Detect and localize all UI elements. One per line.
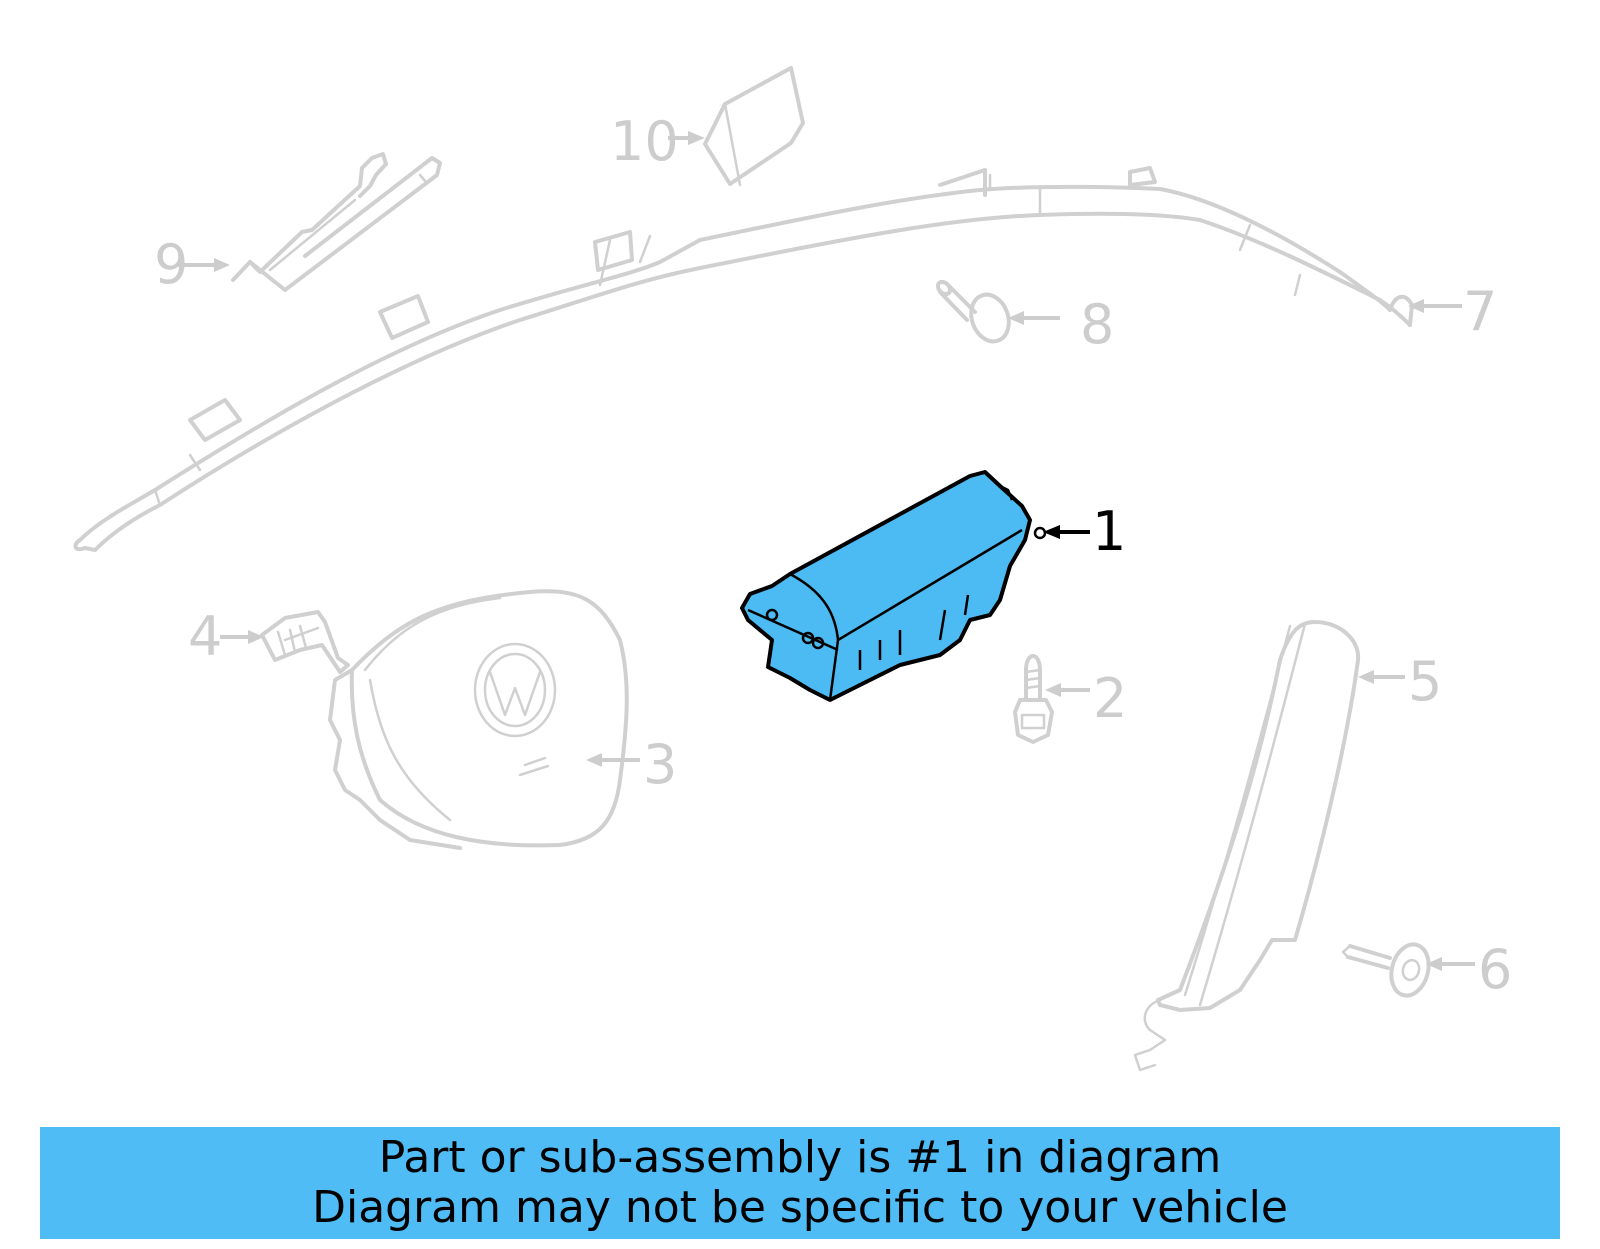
callout-8[interactable]: 8 (1080, 293, 1115, 356)
part-10-label-shape (668, 66, 805, 187)
part-4-connector-shape (220, 610, 350, 674)
part-5-side-airbag-shape (1133, 620, 1405, 1072)
callout-7[interactable]: 7 (1463, 280, 1498, 343)
callout-2[interactable]: 2 (1093, 667, 1128, 730)
callout-1[interactable]: 1 (1092, 500, 1127, 563)
banner-line-1: Part or sub-assembly is #1 in diagram (378, 1132, 1222, 1183)
callout-3[interactable]: 3 (643, 733, 678, 796)
callout-5[interactable]: 5 (1408, 650, 1443, 713)
part-8-clip-shape (935, 279, 1060, 344)
banner-line-2: Diagram may not be specific to your vehi… (312, 1182, 1288, 1233)
part-3-steering-wheel-airbag-shape (328, 589, 640, 850)
part-9-bracket-shape (176, 152, 442, 292)
part-7-curtain-airbag-shape (73, 166, 1462, 552)
part-6-screw-shape (1341, 942, 1475, 998)
part-2-bolt-shape (1013, 654, 1090, 744)
callout-4[interactable]: 4 (188, 605, 223, 668)
info-banner: Part or sub-assembly is #1 in diagram Di… (40, 1127, 1560, 1239)
part-1-passenger-airbag-shape (740, 470, 1090, 702)
callout-10[interactable]: 10 (610, 110, 679, 173)
callout-9[interactable]: 9 (154, 233, 189, 296)
callout-6[interactable]: 6 (1478, 938, 1513, 1001)
